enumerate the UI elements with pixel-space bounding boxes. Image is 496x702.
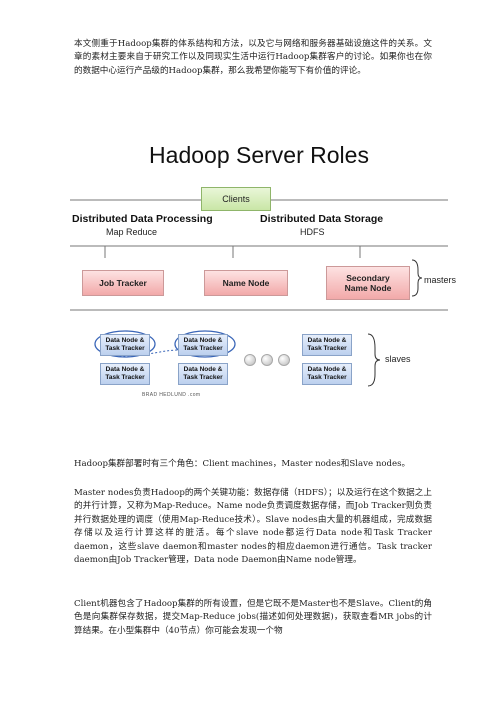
data-node-line1: Data Node & — [183, 366, 223, 373]
storage-subheading: HDFS — [300, 227, 325, 237]
data-node-line1: Data Node & — [307, 366, 347, 373]
roles-paragraph: Hadoop集群部署时有三个角色：Client machines，Master … — [74, 459, 411, 469]
diagram-title: Hadoop Server Roles — [149, 142, 369, 168]
data-node-box: Data Node & Task Tracker — [302, 334, 352, 356]
data-node-box: Data Node & Task Tracker — [100, 334, 150, 356]
diagram-credit: BRAD HEDLUND .com — [142, 392, 201, 398]
masters-bracket — [411, 259, 423, 297]
secondary-name-node-box: Secondary Name Node — [326, 266, 410, 300]
processing-subheading: Map Reduce — [106, 227, 158, 237]
highlight-ellipse-1 — [94, 330, 156, 358]
data-node-line2: Task Tracker — [183, 374, 223, 381]
master-nodes-paragraph: Master nodes负责Hadoop的两个关键功能：数据存储（HDFS）；以… — [74, 488, 432, 566]
hadoop-server-roles-diagram: Hadoop Server Roles Clients Distributed … — [60, 138, 458, 400]
data-node-box: Data Node & Task Tracker — [178, 363, 228, 385]
data-node-line2: Task Tracker — [183, 345, 223, 352]
data-node-line2: Task Tracker — [105, 345, 145, 352]
job-tracker-box: Job Tracker — [82, 270, 164, 296]
ellipsis-dot — [244, 354, 256, 366]
data-node-line1: Data Node & — [183, 337, 223, 344]
secondary-name-node-line2: Name Node — [344, 283, 392, 293]
client-paragraph: Client机器包含了Hadoop集群的所有设置，但是它既不是Master也不是… — [74, 599, 432, 636]
highlight-ellipse-2 — [174, 330, 236, 358]
ellipsis-dot — [278, 354, 290, 366]
slaves-label: slaves — [385, 354, 411, 364]
processing-heading: Distributed Data Processing — [72, 213, 213, 225]
masters-label: masters — [424, 275, 457, 285]
data-node-box: Data Node & Task Tracker — [100, 363, 150, 385]
data-node-line2: Task Tracker — [307, 374, 347, 381]
data-node-line2: Task Tracker — [105, 374, 145, 381]
intro-paragraph: 本文侧重于Hadoop集群的体系结构和方法，以及它与网络和服务器基础设施这件的关… — [74, 39, 432, 76]
slaves-bracket — [367, 333, 381, 387]
storage-heading: Distributed Data Storage — [260, 213, 384, 225]
data-node-box: Data Node & Task Tracker — [302, 363, 352, 385]
name-node-box: Name Node — [204, 270, 288, 296]
data-node-line1: Data Node & — [105, 366, 145, 373]
secondary-name-node-line1: Secondary — [346, 273, 390, 283]
data-node-line2: Task Tracker — [307, 345, 347, 352]
data-node-line1: Data Node & — [105, 337, 145, 344]
clients-box: Clients — [201, 187, 271, 211]
data-node-line1: Data Node & — [307, 337, 347, 344]
ellipsis-dot — [261, 354, 273, 366]
data-node-box: Data Node & Task Tracker — [178, 334, 228, 356]
